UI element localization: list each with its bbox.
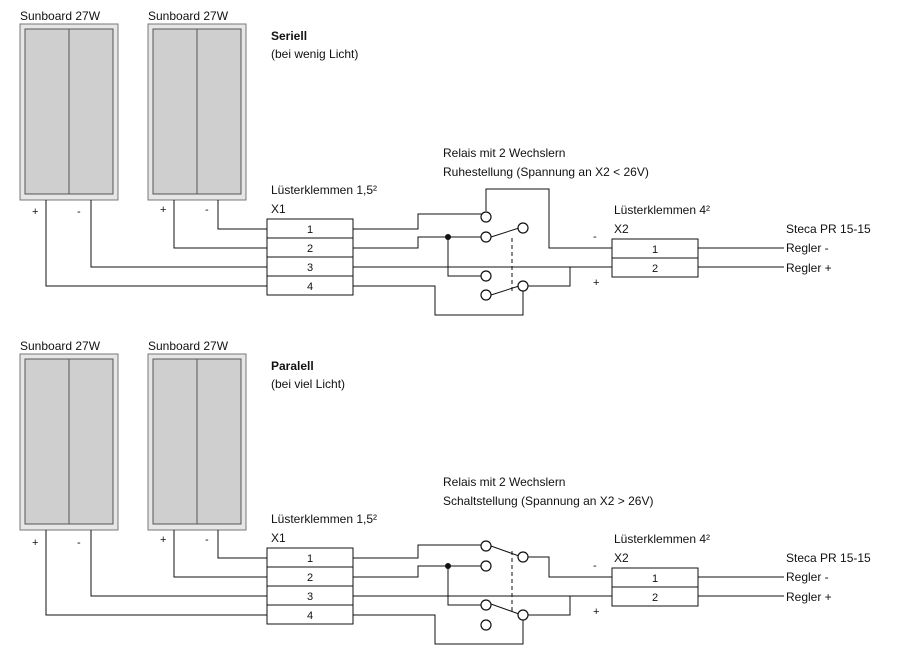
panel-2-label: Sunboard 27W [148,9,229,23]
x2-1-title: Lüsterklemmen 4² [614,203,710,217]
panel-3-label: Sunboard 27W [20,339,101,353]
panel-3-plus: + [32,537,38,549]
x1-terminal-block-2: 1 2 3 4 [266,547,354,625]
relay-1-state: Ruhestellung (Spannung an X2 < 26V) [443,165,649,179]
x2-2-id: X2 [614,551,629,565]
x1-terminal-3: 3 [307,262,313,274]
controller-1-plus: Regler + [786,261,832,275]
panel-4-minus: - [205,534,209,546]
section-2-title: Paralell [271,359,314,373]
x2-2-plus: + [593,606,599,618]
solar-panel-4 [147,353,247,531]
x2-terminal-block-1: 1 2 [611,238,699,278]
x1-terminal-2: 2 [307,243,313,255]
x1-title: Lüsterklemmen 1,5² [271,183,377,197]
panel-1-plus: + [32,206,38,218]
x2-2-title: Lüsterklemmen 4² [614,532,710,546]
x1-terminal-4: 4 [307,281,313,293]
section-1-title: Seriell [271,29,307,43]
controller-2-plus: Regler + [786,590,832,604]
x1-2-terminal-3: 3 [307,591,313,603]
x1-2-terminal-4: 4 [307,610,313,622]
relay-1 [480,211,529,301]
controller-2-minus: Regler - [786,570,829,584]
panel-2-plus: + [160,204,166,216]
x1-terminal-1: 1 [307,224,313,236]
x2-2-terminal-2: 2 [652,592,658,604]
x2-1-terminal-1: 1 [652,244,658,256]
panel-4-label: Sunboard 27W [148,339,229,353]
solar-panel-1 [19,23,119,201]
panel-3-minus: - [77,537,81,549]
section-seriell: Sunboard 27W Sunboard 27W + - + - Seriel… [19,9,871,316]
panel-4-plus: + [160,534,166,546]
x1-terminal-block: 1 2 3 4 [266,218,354,296]
x1-2-terminal-1: 1 [307,553,313,565]
panel-1-minus: - [77,206,81,218]
x2-terminal-block-2: 1 2 [611,567,699,607]
section-paralell: Sunboard 27W Sunboard 27W + - + - Parale… [19,339,871,645]
x2-2-minus: - [593,560,597,572]
x2-1-plus: + [593,277,599,289]
x2-2-terminal-1: 1 [652,573,658,585]
relay-2-title: Relais mit 2 Wechslern [443,475,565,489]
x2-1-id: X2 [614,222,629,236]
x1-id: X1 [271,202,286,216]
x1-2-terminal-2: 2 [307,572,313,584]
x1-2-id: X1 [271,531,286,545]
relay-2-state: Schaltstellung (Spannung an X2 > 26V) [443,494,653,508]
relay-1-title: Relais mit 2 Wechslern [443,146,565,160]
panel-1-label: Sunboard 27W [20,9,101,23]
solar-panel-2 [147,23,247,201]
panel-2-minus: - [205,204,209,216]
controller-1-name: Steca PR 15-15 [786,222,871,236]
controller-2-name: Steca PR 15-15 [786,551,871,565]
relay-2 [480,540,529,631]
controller-1-minus: Regler - [786,241,829,255]
section-2-subtitle: (bei viel Licht) [271,377,345,391]
x2-1-minus: - [593,231,597,243]
solar-panel-3 [19,353,119,531]
section-1-subtitle: (bei wenig Licht) [271,47,358,61]
x1-2-title: Lüsterklemmen 1,5² [271,512,377,526]
x2-1-terminal-2: 2 [652,263,658,275]
